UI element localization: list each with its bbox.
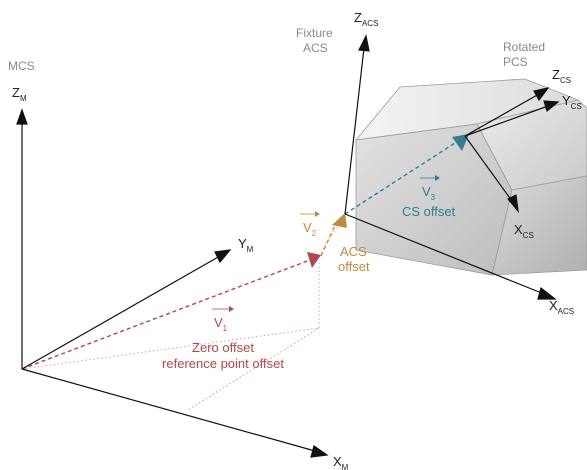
cs-z-axis — [464, 93, 540, 137]
rotated-cs-axes — [464, 87, 560, 213]
x-acs-label: XACS — [549, 298, 574, 316]
v1-label: V1 — [214, 315, 228, 333]
acs-z-arrowhead — [358, 34, 370, 52]
pcs-label: PCS — [503, 55, 528, 69]
mcs-y-axis — [21, 255, 221, 370]
construction-lines — [21, 221, 341, 411]
zero-offset-arrowhead — [307, 252, 321, 268]
construction-line — [187, 327, 320, 411]
y-cs-label: YCS — [562, 93, 582, 111]
block-right-face — [476, 99, 587, 191]
z-m-label: ZM — [12, 85, 27, 103]
mcs-x-arrowhead — [310, 445, 329, 458]
cs-offset-label: CS offset — [402, 204, 456, 219]
acs-z-axis — [344, 47, 365, 215]
mcs-x-axis — [21, 368, 316, 452]
acs-axes — [344, 34, 557, 300]
cs-x-arrowhead — [507, 194, 519, 213]
acs-offset-label-line1: ACS — [340, 244, 367, 259]
zero-offset-vector — [21, 259, 311, 370]
mcs-label: MCS — [8, 59, 35, 73]
zero-offset-label: Zero offset — [192, 340, 254, 355]
mcs-axes — [16, 108, 329, 458]
y-m-label: YM — [238, 236, 254, 254]
acs-offset-label-line2: offset — [338, 259, 370, 274]
offset-vectors — [21, 134, 469, 370]
mcs-y-arrowhead — [214, 249, 232, 264]
acs-offset-vector — [320, 222, 337, 257]
x-m-label: XM — [333, 454, 349, 470]
reference-point-offset-label: reference point offset — [162, 356, 284, 371]
v3-vector-bar-tip — [435, 175, 440, 181]
acs-x-arrowhead — [537, 286, 557, 300]
v2-vector-bar-tip — [315, 211, 320, 217]
cs-offset-arrowhead — [452, 134, 469, 151]
cs-y-axis — [464, 105, 549, 137]
z-acs-label: ZACS — [354, 10, 378, 28]
cs-x-axis — [464, 135, 513, 202]
z-cs-label: ZCS — [552, 67, 571, 85]
rotated-label: Rotated — [503, 40, 545, 54]
fixture-label: Fixture — [296, 26, 333, 40]
fixture-acs-label: ACS — [303, 41, 328, 55]
mcs-z-arrowhead — [16, 108, 28, 125]
acs-offset-arrowhead — [332, 213, 347, 228]
acs-x-axis — [344, 213, 545, 295]
construction-line — [318, 221, 341, 257]
v1-vector-bar-tip — [229, 306, 234, 312]
cs-offset-vector — [344, 142, 456, 215]
workpiece-block — [355, 78, 587, 276]
cs-z-arrowhead — [533, 87, 550, 102]
x-cs-label: XCS — [514, 222, 534, 240]
v2-label: V2 — [303, 220, 317, 238]
v3-label: V3 — [422, 184, 436, 202]
cs-y-arrowhead — [543, 100, 560, 113]
